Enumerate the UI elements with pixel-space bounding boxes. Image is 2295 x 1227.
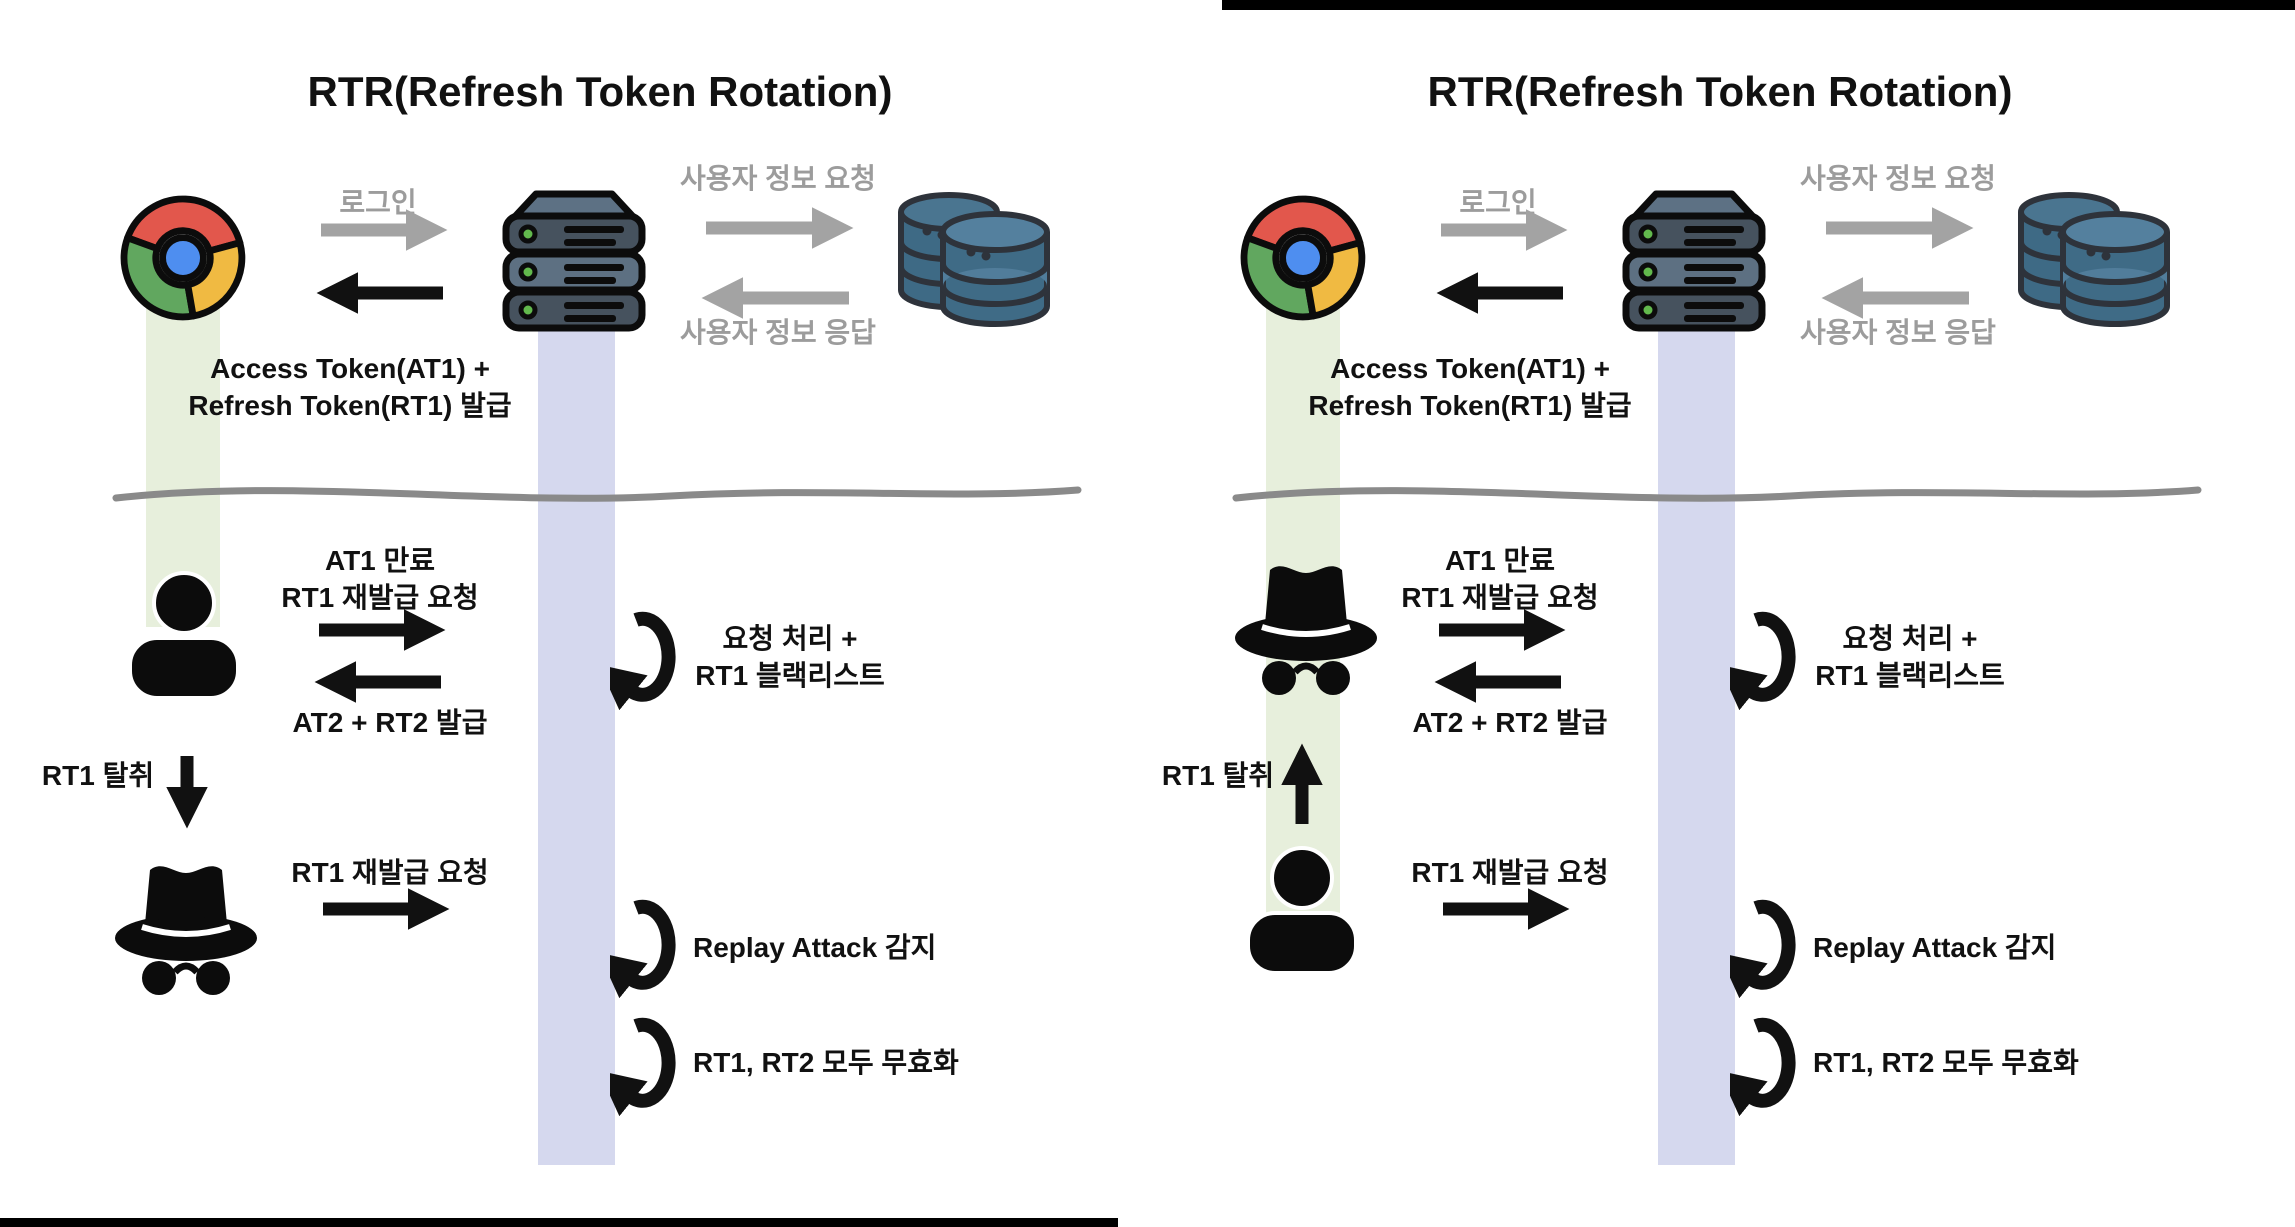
hijack-arrow-up-icon	[1280, 735, 1324, 828]
panel-title: RTR(Refresh Token Rotation)	[1427, 68, 2013, 115]
reissue-request2-arrow-icon	[1437, 887, 1571, 931]
reissue-request2-label: RT1 재발급 요청	[1411, 857, 1609, 888]
server-icon	[1620, 186, 1768, 334]
panel-title: RTR(Refresh Token Rotation)	[307, 68, 893, 115]
person-icon	[1246, 845, 1358, 973]
divider-wave	[1230, 472, 2205, 512]
at2-rt2-label: AT2 + RT2 발급	[292, 707, 488, 738]
user-info-request-arrow-icon	[700, 206, 855, 250]
server-swimlane	[538, 328, 615, 1165]
token-issue-arrow-icon	[315, 271, 449, 315]
panel-attack-flow: RTR(Refresh Token Rotation)	[1120, 0, 2267, 1227]
chrome-icon	[115, 190, 251, 326]
invalidate-label: RT1, RT2 모두 무효화	[693, 1047, 959, 1078]
database-icon	[893, 186, 1051, 336]
user-info-response-arrow-icon	[1820, 276, 1975, 320]
reissue-request-label: AT1 만료 RT1 재발급 요청	[281, 545, 479, 613]
login-label: 로그인	[339, 187, 417, 218]
spy-icon	[112, 856, 260, 1000]
server-swimlane	[1658, 328, 1735, 1165]
at2-rt2-arrow-icon	[313, 660, 447, 704]
bottom-edge-bar	[0, 1218, 1118, 1227]
token-issue-label: Access Token(AT1) + Refresh Token(RT1) 발…	[188, 353, 512, 421]
divider-wave	[110, 472, 1085, 512]
at2-rt2-label: AT2 + RT2 발급	[1412, 707, 1608, 738]
loop-arrow-icon	[610, 610, 684, 712]
token-issue-arrow-icon	[1435, 271, 1569, 315]
process-label: 요청 처리 + RT1 블랙리스트	[695, 623, 885, 691]
user-info-request-label: 사용자 정보 요청	[1800, 163, 1996, 194]
loop-arrow-icon	[610, 898, 684, 1000]
rt1-hijack-label: RT1 탈취	[41, 760, 155, 791]
loop-arrow-icon	[1730, 898, 1804, 1000]
user-info-response-label: 사용자 정보 응답	[1800, 317, 1996, 348]
invalidate-label: RT1, RT2 모두 무효화	[1813, 1047, 2079, 1078]
spy-icon	[1232, 556, 1380, 700]
server-icon	[500, 186, 648, 334]
process-label: 요청 처리 + RT1 블랙리스트	[1815, 623, 2005, 691]
loop-arrow-icon	[1730, 610, 1804, 712]
reissue-request-arrow-icon	[313, 608, 447, 652]
login-label: 로그인	[1459, 187, 1537, 218]
user-info-response-arrow-icon	[700, 276, 855, 320]
panel-normal-flow: RTR(Refresh Token Rotation)	[0, 0, 1147, 1227]
replay-detect-label: Replay Attack 감지	[693, 932, 937, 963]
login-arrow-icon	[315, 208, 449, 252]
user-info-request-label: 사용자 정보 요청	[680, 163, 876, 194]
reissue-request2-arrow-icon	[317, 887, 451, 931]
top-edge-bar	[1222, 0, 2295, 10]
loop-arrow-icon	[1730, 1016, 1804, 1118]
token-issue-label: Access Token(AT1) + Refresh Token(RT1) 발…	[1308, 353, 1632, 421]
reissue-request-label: AT1 만료 RT1 재발급 요청	[1401, 545, 1599, 613]
loop-arrow-icon	[610, 1016, 684, 1118]
reissue-request2-label: RT1 재발급 요청	[291, 857, 489, 888]
hijack-arrow-down-icon	[165, 752, 209, 830]
user-info-request-arrow-icon	[1820, 206, 1975, 250]
database-icon	[2013, 186, 2171, 336]
login-arrow-icon	[1435, 208, 1569, 252]
person-icon	[128, 570, 240, 698]
rt1-hijack-label: RT1 탈취	[1161, 760, 1275, 791]
at2-rt2-arrow-icon	[1433, 660, 1567, 704]
replay-detect-label: Replay Attack 감지	[1813, 932, 2057, 963]
chrome-icon	[1235, 190, 1371, 326]
reissue-request-arrow-icon	[1433, 608, 1567, 652]
user-info-response-label: 사용자 정보 응답	[680, 317, 876, 348]
